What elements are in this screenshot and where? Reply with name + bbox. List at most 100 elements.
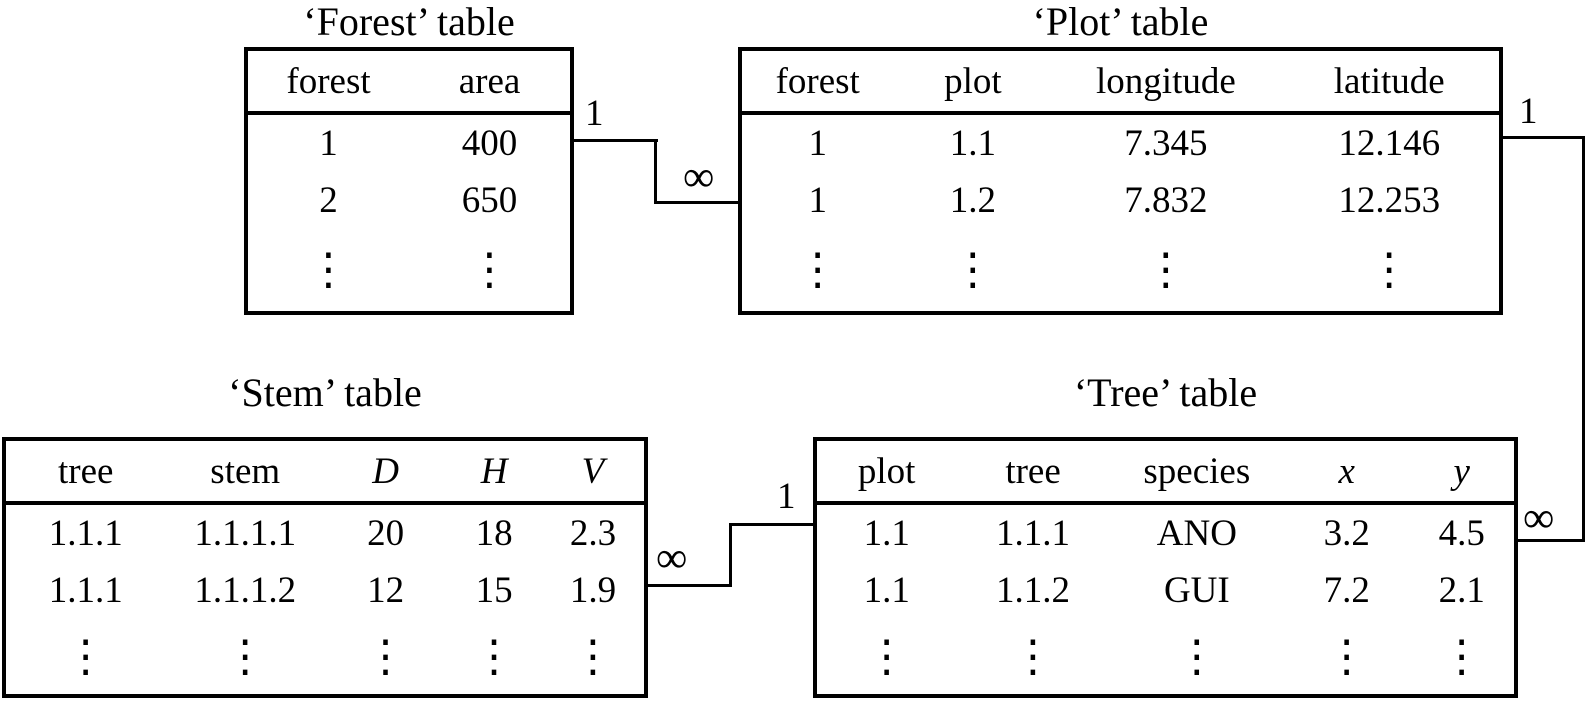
column-header-H: H (446, 441, 542, 505)
table-cell: 7.345 (1124, 122, 1208, 164)
column-header-y: y (1409, 441, 1514, 505)
table-cell: 1.1.1 (48, 512, 123, 554)
vdots: ⋮ (467, 244, 512, 295)
table-cell: 1 (808, 179, 827, 221)
table-cell: 1.9 (569, 569, 617, 611)
table-cell: 1.2 (949, 179, 996, 221)
vdots: ⋮ (306, 244, 351, 295)
connector-forest-plot-segment-c (654, 201, 740, 204)
table-cell: 1.1.1.2 (194, 569, 297, 611)
table-cell: 7.2 (1323, 569, 1370, 611)
cardinality-one-label-tree: 1 (777, 476, 796, 517)
column-header-plot: plot (817, 441, 957, 505)
cardinality-many-label-stem: ∞ (656, 533, 688, 582)
column-header-stem: stem (165, 441, 325, 505)
column-header-V: V (541, 441, 644, 505)
stem-table-title: ‘Stem’ table (228, 370, 422, 415)
table-cell: 7.832 (1124, 179, 1208, 221)
connector-tree-stem-segment-a (729, 523, 817, 526)
table-cell: 3.2 (1323, 512, 1370, 554)
vdots-row: ⋮ ⋮ ⋮ ⋮ ⋮ (6, 619, 644, 694)
vdots: ⋮ (223, 630, 268, 682)
vdots: ⋮ (1143, 244, 1188, 295)
table-cell: 1.1.2 (996, 569, 1071, 611)
connector-plot-tree-segment-b (1582, 136, 1585, 542)
table-row: 1.1 1.1.1 ANO 3.2 4.5 (817, 503, 1514, 561)
table-cell: 20 (367, 512, 405, 554)
vdots: ⋮ (1439, 630, 1484, 682)
vdots: ⋮ (1011, 630, 1056, 682)
table-cell: 1.1.1 (996, 512, 1071, 554)
table-cell: ANO (1156, 512, 1237, 554)
table-row: 1 400 (248, 113, 570, 171)
table-cell: 1.1.1 (48, 569, 123, 611)
connector-tree-stem-segment-b (729, 523, 732, 587)
vdots: ⋮ (1324, 630, 1369, 682)
vdots: ⋮ (1367, 244, 1412, 295)
column-header-latitude: latitude (1279, 51, 1499, 115)
column-header-D: D (325, 441, 447, 505)
cardinality-one-label-plot: 1 (1519, 91, 1538, 132)
table-cell: 400 (461, 122, 518, 164)
cardinality-one-label-forest: 1 (585, 93, 604, 134)
table-cell: 1 (808, 122, 827, 164)
table-cell: 1.1 (863, 569, 910, 611)
vdots: ⋮ (1174, 630, 1219, 682)
table-row: 1 1.1 7.345 12.146 (742, 113, 1499, 171)
table-cell: 15 (475, 569, 513, 611)
column-header-species: species (1109, 441, 1284, 505)
table-cell: 12.253 (1338, 179, 1441, 221)
table-cell: 1.1 (949, 122, 996, 164)
vdots: ⋮ (950, 244, 995, 295)
column-header-tree: tree (956, 441, 1110, 505)
forest-table-title: ‘Forest’ table (303, 0, 515, 44)
vdots-row: ⋮ ⋮ ⋮ ⋮ ⋮ (817, 619, 1514, 694)
connector-plot-tree-segment-c (1514, 539, 1585, 542)
table-row: 1 1.2 7.832 12.253 (742, 171, 1499, 229)
column-header-longitude: longitude (1052, 51, 1280, 115)
table-cell: 1.1.1.1 (194, 512, 297, 554)
column-header-forest: forest (742, 51, 894, 115)
table-cell: 12 (367, 569, 405, 611)
table-cell: 12.146 (1338, 122, 1441, 164)
connector-tree-stem-segment-c (644, 584, 732, 587)
cardinality-many-label-tree: ∞ (1523, 493, 1555, 542)
vdots: ⋮ (864, 630, 909, 682)
column-header-forest: forest (248, 51, 409, 115)
table-row: 2 650 (248, 171, 570, 229)
column-header-tree: tree (6, 441, 166, 505)
plot-table-title: ‘Plot’ table (1032, 0, 1209, 44)
table-cell: 650 (461, 179, 518, 221)
table-row: 1.1.1 1.1.1.2 12 15 1.9 (6, 561, 644, 619)
table-cell: 1.1 (863, 512, 910, 554)
vdots-row: ⋮⋮ (248, 229, 570, 311)
vdots: ⋮ (570, 630, 615, 682)
cardinality-many-label-plot: ∞ (683, 152, 715, 201)
vdots: ⋮ (472, 630, 517, 682)
table-cell: 18 (475, 512, 513, 554)
column-header-area: area (409, 51, 570, 115)
table-cell: 4.5 (1438, 512, 1485, 554)
table-cell: 2 (319, 179, 338, 221)
column-header-plot: plot (893, 51, 1053, 115)
vdots: ⋮ (795, 244, 840, 295)
vdots: ⋮ (363, 630, 408, 682)
vdots: ⋮ (63, 630, 108, 682)
vdots-row: ⋮ ⋮ ⋮ ⋮ (742, 229, 1499, 311)
table-cell: GUI (1163, 569, 1230, 611)
table-cell: 1 (319, 122, 338, 164)
tree-table-title: ‘Tree’ table (1073, 370, 1258, 415)
